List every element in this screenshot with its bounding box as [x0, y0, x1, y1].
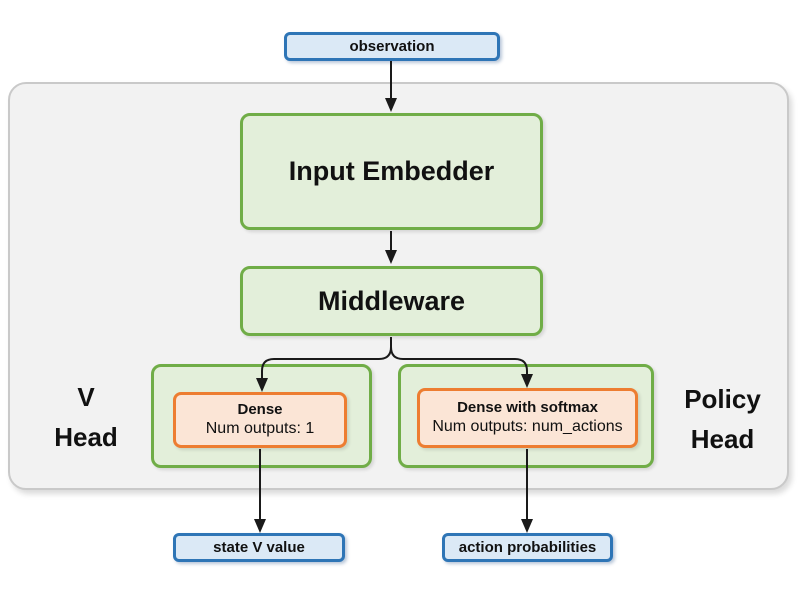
- state-v-value-node: state V value: [173, 533, 345, 562]
- action-probabilities-label: action probabilities: [458, 539, 597, 556]
- v-dense-title: Dense: [237, 400, 283, 418]
- v-dense-node: Dense Num outputs: 1: [173, 392, 347, 448]
- input-embedder-label: Input Embedder: [288, 156, 495, 186]
- action-probabilities-node: action probabilities: [442, 533, 613, 562]
- observation-node: observation: [284, 32, 500, 61]
- policy-dense-node: Dense with softmax Num outputs: num_acti…: [417, 388, 638, 448]
- middleware-label: Middleware: [317, 285, 466, 316]
- policy-dense-title: Dense with softmax: [457, 398, 598, 416]
- middleware-node: Middleware: [240, 266, 543, 336]
- policy-dense-subtitle: Num outputs: num_actions: [432, 418, 623, 436]
- v-head-label: V Head: [54, 382, 118, 452]
- state-v-value-label: state V value: [213, 539, 305, 556]
- observation-label: observation: [349, 38, 435, 55]
- v-dense-subtitle: Num outputs: 1: [205, 420, 315, 438]
- policy-head-label: Policy Head: [684, 384, 761, 454]
- input-embedder-node: Input Embedder: [240, 113, 543, 230]
